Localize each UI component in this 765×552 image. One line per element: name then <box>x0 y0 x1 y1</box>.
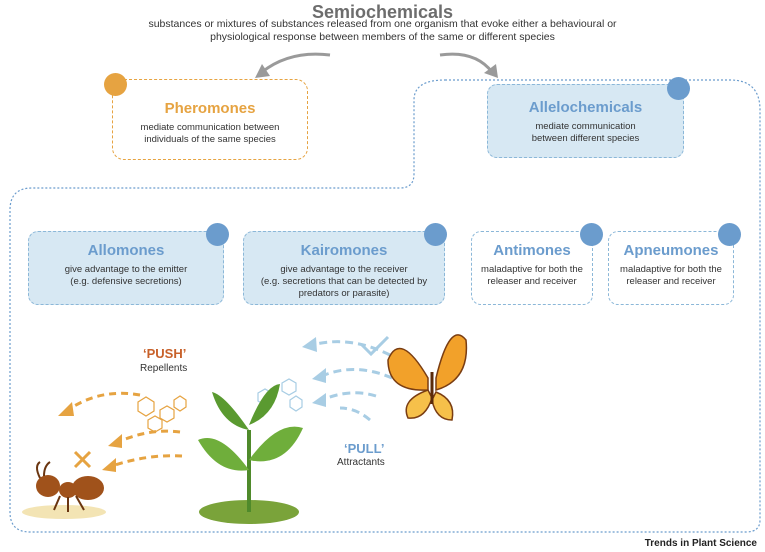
push-arrows <box>67 391 183 468</box>
allomones-title: Allomones <box>87 242 165 259</box>
allelochemicals-box: Allelochemicals mediate communication be… <box>487 84 684 158</box>
pull-arrow-4 <box>339 406 371 422</box>
butterfly-illustration <box>387 334 468 421</box>
pheromones-desc-line1: mediate communication between <box>140 122 280 133</box>
allelochemicals-desc-line1: mediate communication <box>535 121 636 132</box>
plant-illustration <box>198 384 303 524</box>
repellents-label: Repellents <box>140 363 188 374</box>
pull-arrow-3 <box>321 391 377 402</box>
kairomones-desc-line3: predators or parasite) <box>298 288 390 299</box>
allomones-desc-line2: (e.g. defensive secretions) <box>70 276 182 287</box>
pull-arrow-heads <box>302 337 326 407</box>
antimones-box: Antimones maladaptive for both the relea… <box>471 231 593 305</box>
allomones-desc-line1: give advantage to the emitter <box>64 264 188 275</box>
antimones-desc-line2: releaser and receiver <box>487 276 577 287</box>
allelochemicals-group-outline <box>9 79 761 533</box>
pull-label: ‘PULL’ <box>344 441 385 456</box>
pheromones-title: Pheromones <box>164 100 256 117</box>
antimones-desc-line1: maladaptive for both the <box>481 264 583 275</box>
kairomones-dot-icon <box>424 223 447 246</box>
push-cross <box>73 450 92 469</box>
allelochemicals-desc-line2: between different species <box>531 133 640 144</box>
push-arrow-2 <box>117 429 181 444</box>
page-subtitle: substances or mixtures of substances rel… <box>148 18 617 43</box>
apneumones-title: Apneumones <box>623 242 719 259</box>
repellent-molecules <box>137 395 187 433</box>
allomones-dot-icon <box>206 223 229 246</box>
pull-arrows <box>311 340 393 422</box>
attractants-label: Attractants <box>337 457 385 468</box>
kairomones-desc-line2: (e.g. secretions that can be detected by <box>260 276 428 287</box>
pheromones-desc-line2: individuals of the same species <box>144 134 276 145</box>
pull-arrow-1 <box>311 340 391 357</box>
apneumones-desc-line2: releaser and receiver <box>626 276 716 287</box>
push-arrow-3 <box>111 454 183 468</box>
arrow-to-pheromones <box>261 52 331 74</box>
ant-illustration <box>22 461 106 519</box>
antimones-dot-icon <box>580 223 603 246</box>
push-label: ‘PUSH’ <box>143 346 187 361</box>
allelochemicals-dot-icon <box>667 77 690 100</box>
push-arrow-1 <box>67 391 141 412</box>
apneumones-dot-icon <box>718 223 741 246</box>
arrow-head-right <box>484 64 498 78</box>
pull-arrow-2 <box>321 367 393 380</box>
allomones-box: Allomones give advantage to the emitter … <box>28 231 224 305</box>
arrow-to-allelochemicals <box>439 52 494 73</box>
pheromones-box: Pheromones mediate communication between… <box>112 79 308 160</box>
pheromones-dot-icon <box>104 73 127 96</box>
kairomones-title: Kairomones <box>300 242 388 259</box>
allelochemicals-title: Allelochemicals <box>528 99 643 116</box>
arrow-head-left <box>255 64 270 78</box>
kairomones-desc-line1: give advantage to the receiver <box>280 264 408 275</box>
check-mark-icon <box>360 335 390 357</box>
page-title: Semiochemicals <box>311 2 454 22</box>
push-arrow-heads <box>58 402 122 472</box>
kairomones-box: Kairomones give advantage to the receive… <box>243 231 445 305</box>
antimones-title: Antimones <box>493 242 571 259</box>
journal-credit: Trends in Plant Science <box>644 538 757 549</box>
apneumones-desc-line1: maladaptive for both the <box>620 264 722 275</box>
apneumones-box: Apneumones maladaptive for both the rele… <box>608 231 734 305</box>
